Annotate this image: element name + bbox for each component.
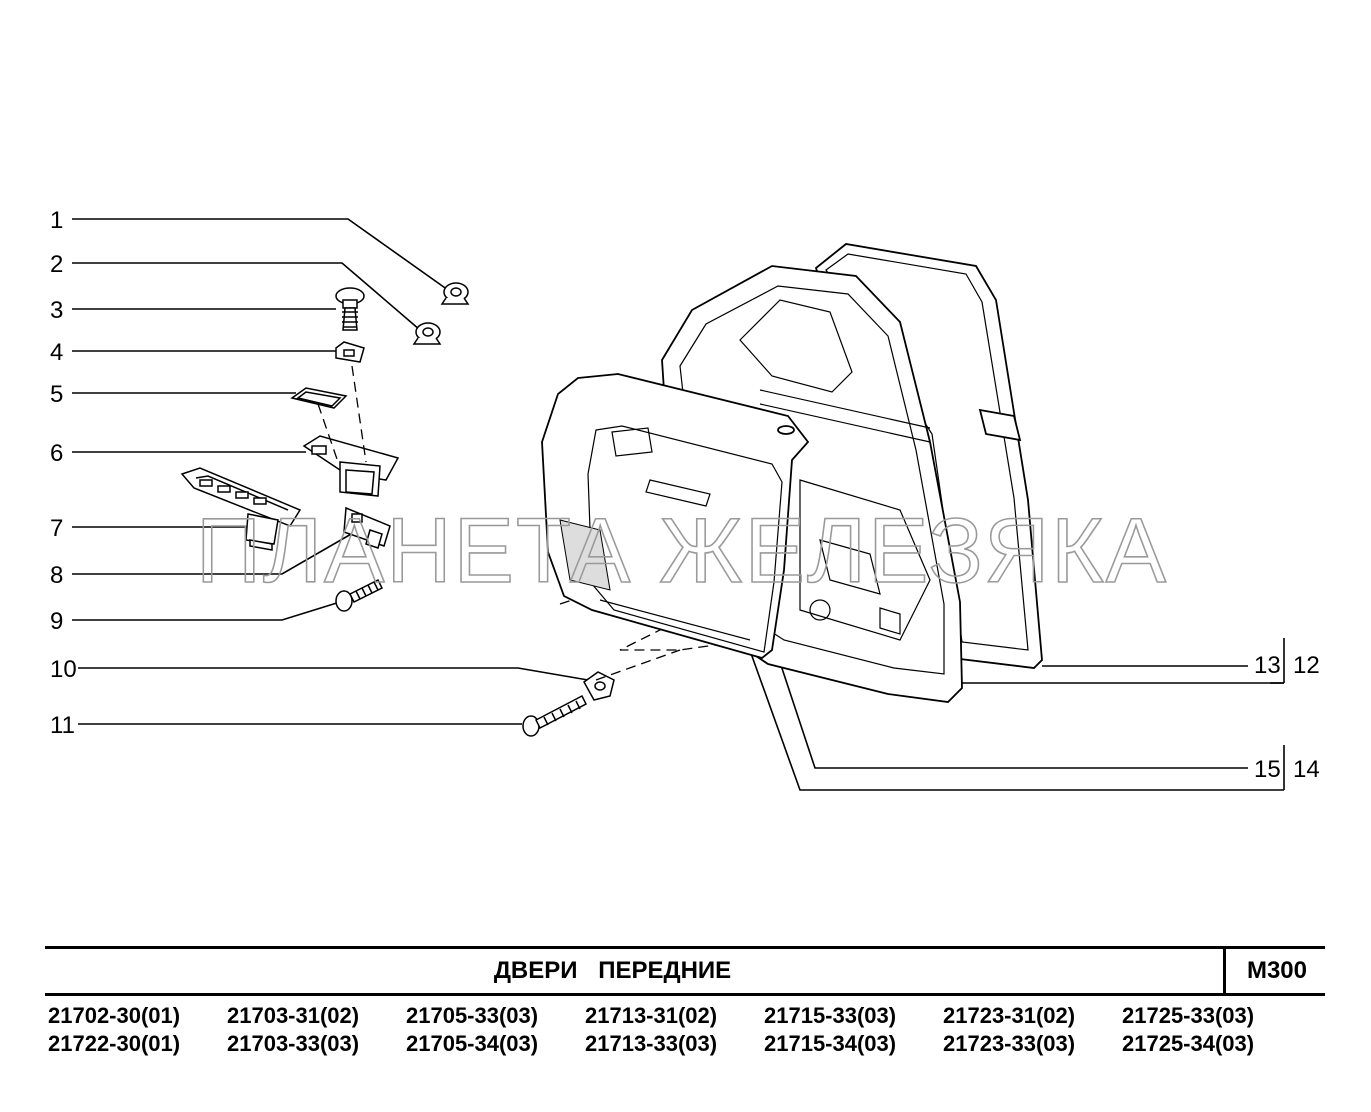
small-parts: [180, 282, 615, 737]
callout-13: 13: [1254, 652, 1281, 679]
part-5-pad: [290, 387, 348, 409]
model-code: 21723-31(02): [943, 1003, 1076, 1028]
callout-5: 5: [50, 381, 63, 408]
part-8-bracket: [343, 506, 391, 549]
callout-2: 2: [50, 251, 63, 278]
page-title: ДВЕРИ ПЕРЕДНИЕ: [493, 957, 732, 984]
callout-11: 11: [50, 712, 75, 739]
part-10-nut: [583, 671, 615, 701]
model-code: 21713-31(02): [585, 1003, 718, 1028]
part-9-screw: [335, 578, 384, 612]
callout-labels: 1 2 3 4 5 6 7 8 9 10 11 13 12 15 14: [50, 207, 1320, 783]
assembly-lines: [317, 365, 751, 681]
callout-12: 12: [1293, 652, 1320, 679]
callout-3: 3: [50, 297, 63, 324]
diagram-code: М300: [1223, 949, 1328, 993]
callout-14: 14: [1293, 756, 1320, 783]
part-2-clip: [412, 322, 442, 345]
model-code: 21725-34(03): [1122, 1031, 1255, 1056]
title-block: ДВЕРИ ПЕРЕДНИЕ М300: [45, 946, 1325, 996]
part-3-screw: [335, 287, 365, 331]
callout-6: 6: [50, 440, 63, 467]
callout-8: 8: [50, 562, 63, 589]
callout-10: 10: [50, 656, 77, 683]
model-code: 21703-33(03): [227, 1031, 360, 1056]
callout-15: 15: [1254, 756, 1281, 783]
part-4-retainer: [335, 341, 365, 363]
callout-4: 4: [50, 339, 63, 366]
callout-9: 9: [50, 608, 63, 635]
model-code: 21705-33(03): [406, 1003, 539, 1028]
model-code: 21702-30(01): [48, 1003, 181, 1028]
watermark: ПЛАНЕТА ЖЕЛЕЗЯКА: [196, 500, 1168, 602]
model-code: 21713-33(03): [585, 1031, 718, 1056]
leader-lines: [72, 218, 1285, 791]
model-row-1: 21702-30(01) 21703-31(02) 21705-33(03) 2…: [48, 1002, 1328, 1030]
part-6-switch-housing: [302, 435, 400, 497]
model-code: 21725-33(03): [1122, 1003, 1255, 1028]
model-code: 21722-30(01): [48, 1031, 181, 1056]
model-code: 21703-31(02): [227, 1003, 360, 1028]
model-row-2: 21722-30(01) 21703-33(03) 21705-34(03) 2…: [48, 1030, 1328, 1058]
model-code: 21723-33(03): [943, 1031, 1076, 1056]
model-list: 21702-30(01) 21703-31(02) 21705-33(03) 2…: [48, 1002, 1328, 1058]
model-code: 21705-34(03): [406, 1031, 539, 1056]
door-trim-panel: [541, 373, 810, 659]
model-code: 21715-34(03): [764, 1031, 897, 1056]
callout-7: 7: [50, 515, 63, 542]
part-7-window-switch: [180, 467, 302, 551]
part-11-screw: [522, 694, 588, 737]
callout-1: 1: [50, 207, 63, 234]
model-code: 21715-33(03): [764, 1003, 897, 1028]
part-1-clip: [440, 282, 470, 305]
